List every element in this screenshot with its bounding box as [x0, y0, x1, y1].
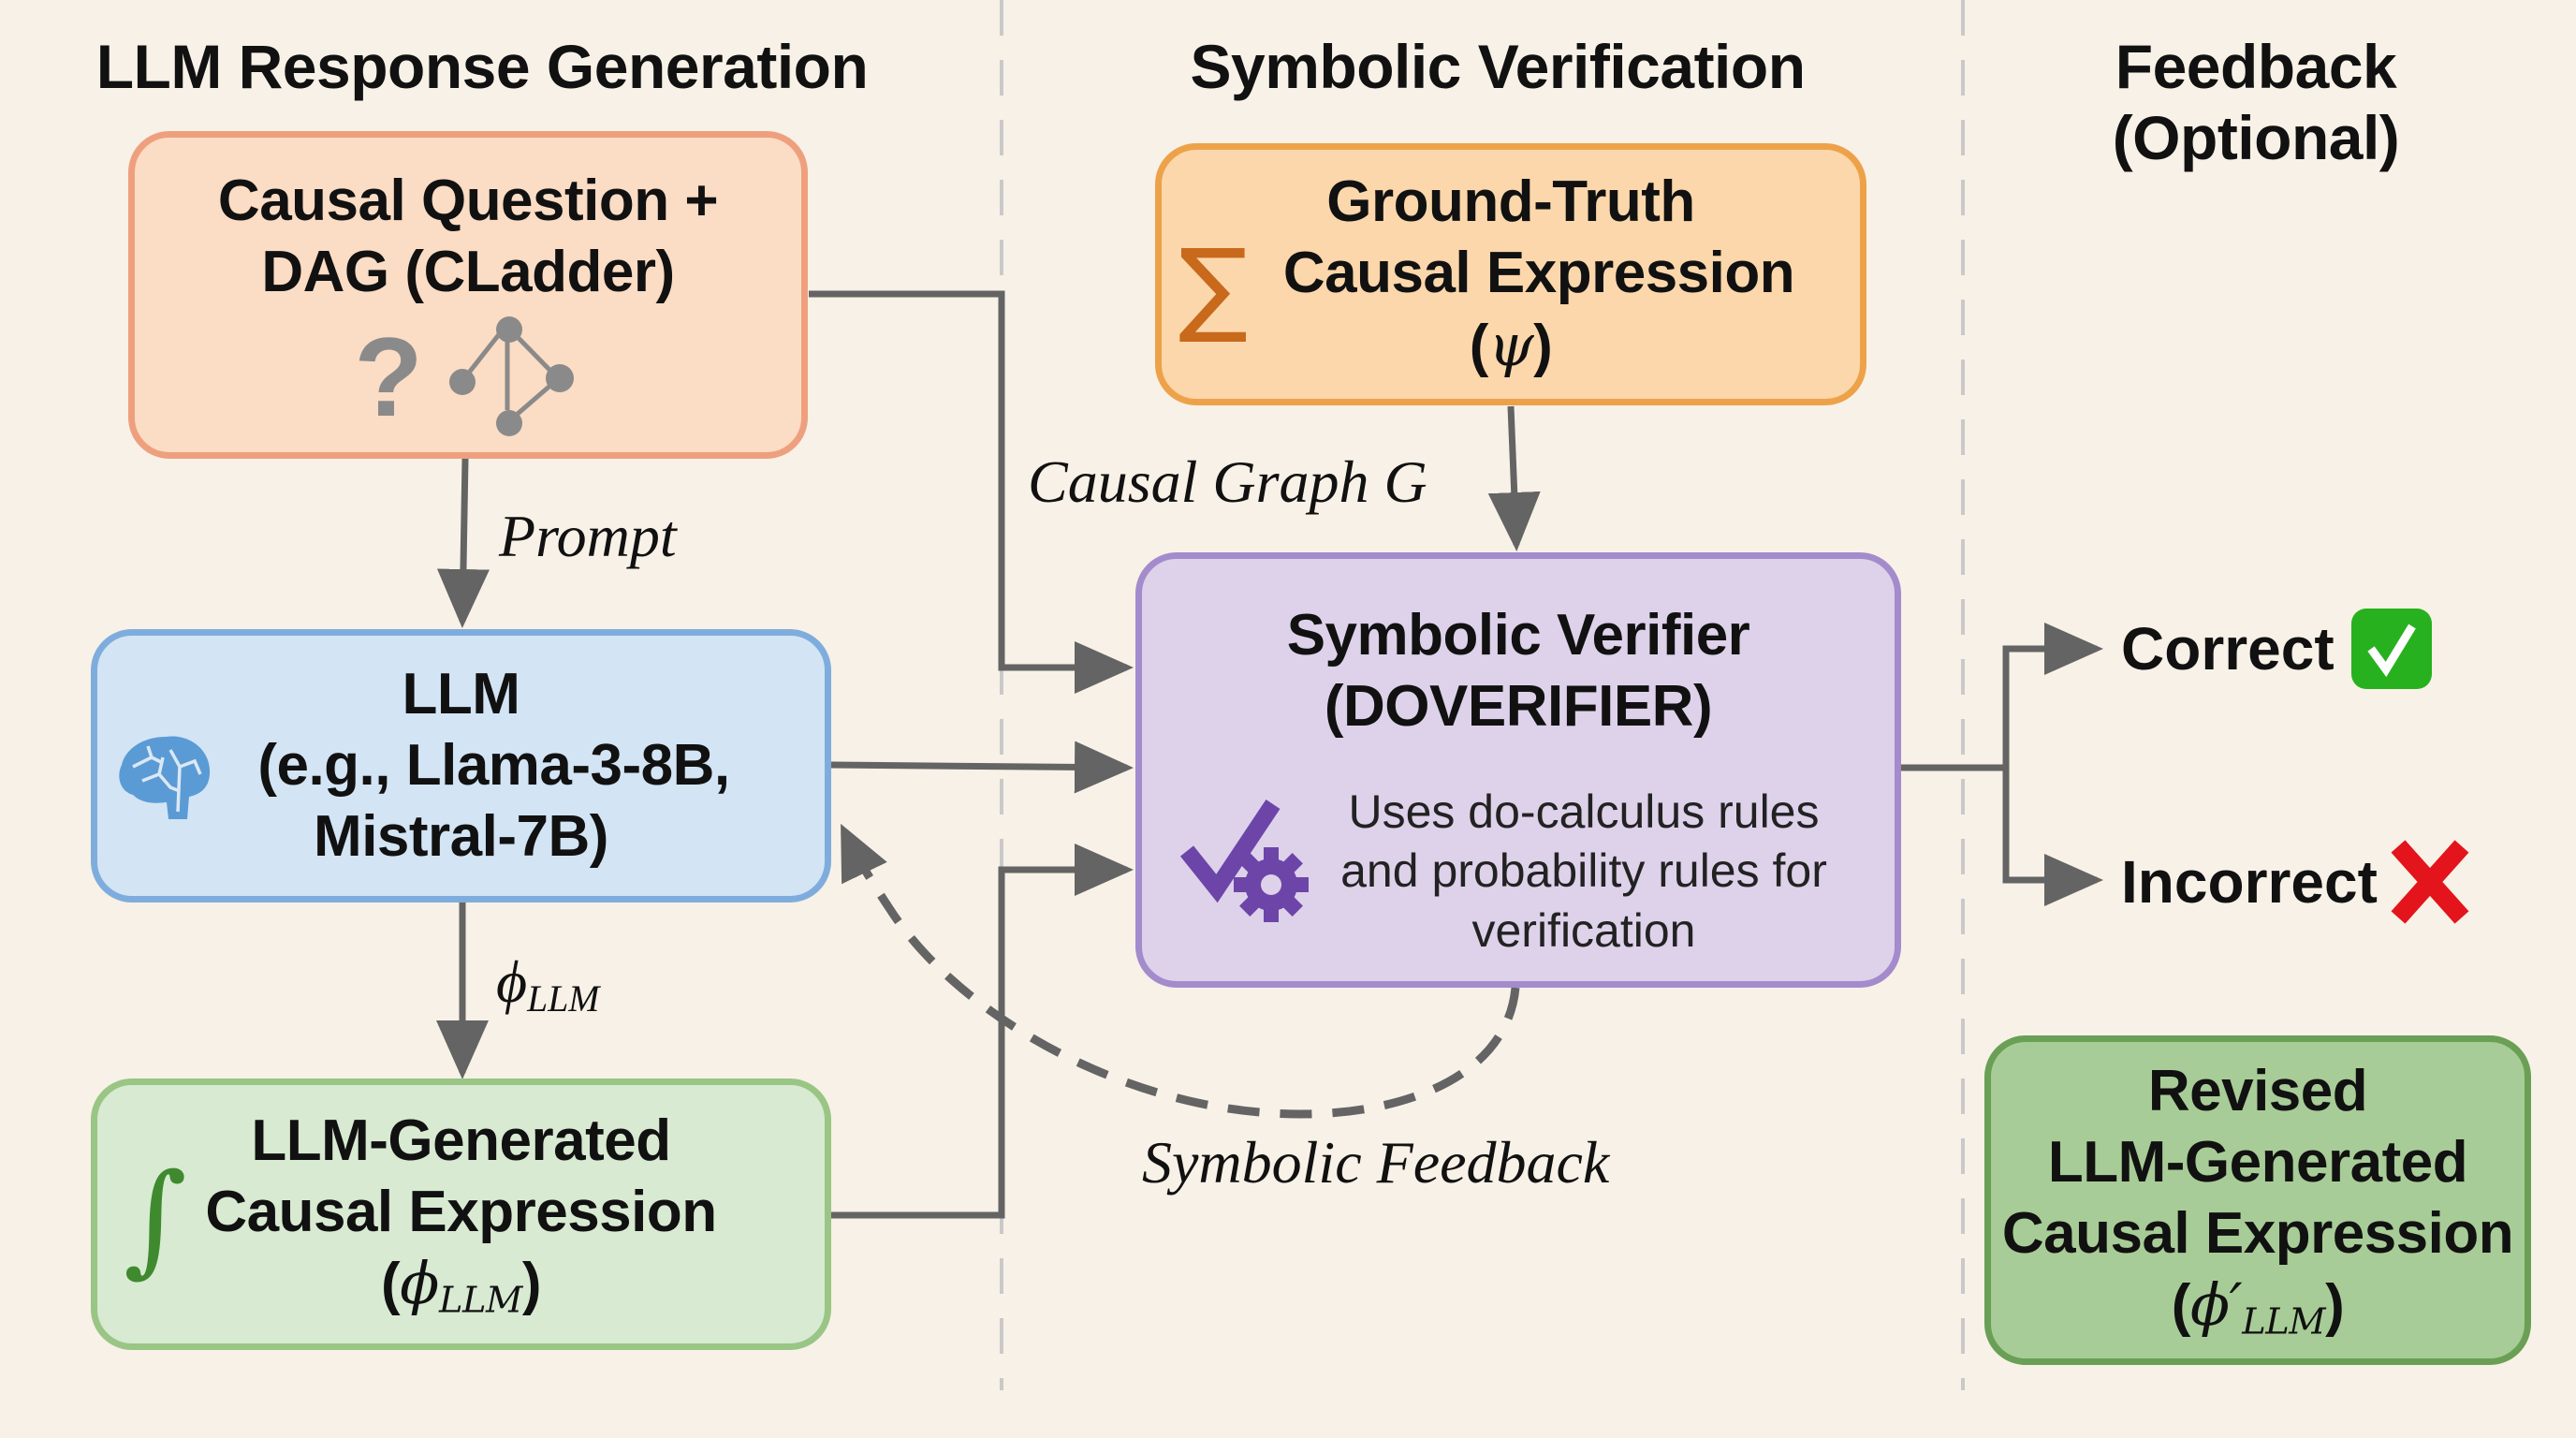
- dag-graph-icon: [448, 315, 574, 436]
- outcome-incorrect-label: Incorrect: [2121, 848, 2378, 916]
- llm-expression-line1: LLM-Generated: [251, 1108, 671, 1173]
- arrow-llm-to-verifier: [830, 741, 1134, 794]
- verifier-title-line2: (DOVERIFIER): [1324, 674, 1713, 740]
- arrow-expression-to-verifier: [831, 844, 1134, 1219]
- feedback-title-line1: Feedback: [2115, 32, 2397, 101]
- node-llm-generated-expression[interactable]: ∫ LLM-Generated Causal Expression (ϕLLM): [91, 1078, 831, 1350]
- arrow-symbolic-feedback: [840, 823, 1520, 1119]
- arrow-ground-truth: [1487, 405, 1541, 551]
- edge-label-causal-graph: Causal Graph G: [1028, 448, 1427, 515]
- feedback-title-line2: (Optional): [2112, 102, 2400, 172]
- verifier-title-line1: Symbolic Verifier: [1286, 603, 1750, 668]
- column-title-symbolic-verification: Symbolic Verification: [1190, 32, 1806, 101]
- revised-line2: LLM-Generated: [2047, 1129, 2468, 1195]
- question-mark-icon: ?: [354, 314, 423, 440]
- column-title-llm-response: LLM Response Generation: [95, 32, 869, 101]
- outcome-correct-label: Correct: [2121, 615, 2334, 682]
- edge-label-symbolic-feedback: Symbolic Feedback: [1142, 1129, 1610, 1196]
- revised-line3: Causal Expression: [2001, 1201, 2514, 1267]
- llm-line2: (e.g., Llama-3-8B,: [257, 732, 730, 798]
- llm-line3: Mistral-7B): [314, 804, 608, 870]
- edge-label-prompt: Prompt: [499, 503, 677, 569]
- phi-subscript: LLM: [527, 977, 600, 1020]
- integral-icon: ∫: [124, 1147, 187, 1289]
- causal-question-line2: DAG (CLadder): [261, 240, 675, 305]
- outcome-incorrect: Incorrect: [2121, 839, 2471, 925]
- outcome-correct: Correct: [2121, 609, 2432, 689]
- check-gear-icon: [1179, 800, 1309, 922]
- arrow-correct: [2002, 623, 2103, 768]
- verifier-description: Uses do-calculus rules and probability r…: [1340, 785, 1827, 957]
- brain-icon: [119, 736, 211, 819]
- llm-expression-symbol: (ϕLLM): [381, 1249, 541, 1322]
- revised-line1: Revised: [2147, 1058, 2368, 1123]
- edge-label-phi-llm: ϕLLM: [496, 947, 599, 1020]
- arrow-causal-graph: [809, 290, 1134, 694]
- green-check-icon: [2350, 609, 2432, 689]
- revised-symbol: (ϕ′LLM): [2171, 1270, 2345, 1344]
- node-symbolic-verifier[interactable]: Symbolic Verifier (DOVERIFIER) Uses do-c…: [1135, 552, 1901, 988]
- node-revised-expression[interactable]: Revised LLM-Generated Causal Expression …: [1984, 1035, 2531, 1365]
- arrow-incorrect: [2002, 768, 2103, 906]
- llm-expression-line2: Causal Expression: [205, 1180, 717, 1245]
- node-causal-question[interactable]: Causal Question + DAG (CLadder) ?: [128, 131, 808, 459]
- ground-truth-line2: Causal Expression: [1282, 241, 1795, 306]
- ground-truth-symbol: (ψ): [1469, 310, 1553, 379]
- causal-question-line1: Causal Question +: [217, 169, 719, 233]
- sigma-icon: ∑: [1178, 227, 1249, 346]
- llm-line1: LLM: [402, 661, 520, 726]
- arrow-prompt: [436, 458, 490, 628]
- ground-truth-line1: Ground-Truth: [1326, 169, 1695, 235]
- column-title-feedback: Feedback (Optional): [2003, 32, 2509, 174]
- node-llm[interactable]: LLM (e.g., Llama-3-8B, Mistral-7B): [91, 629, 831, 902]
- node-ground-truth[interactable]: ∑ Ground-Truth Causal Expression (ψ): [1155, 143, 1866, 405]
- red-cross-icon: [2391, 840, 2469, 924]
- phi-symbol: ϕ: [496, 948, 528, 1015]
